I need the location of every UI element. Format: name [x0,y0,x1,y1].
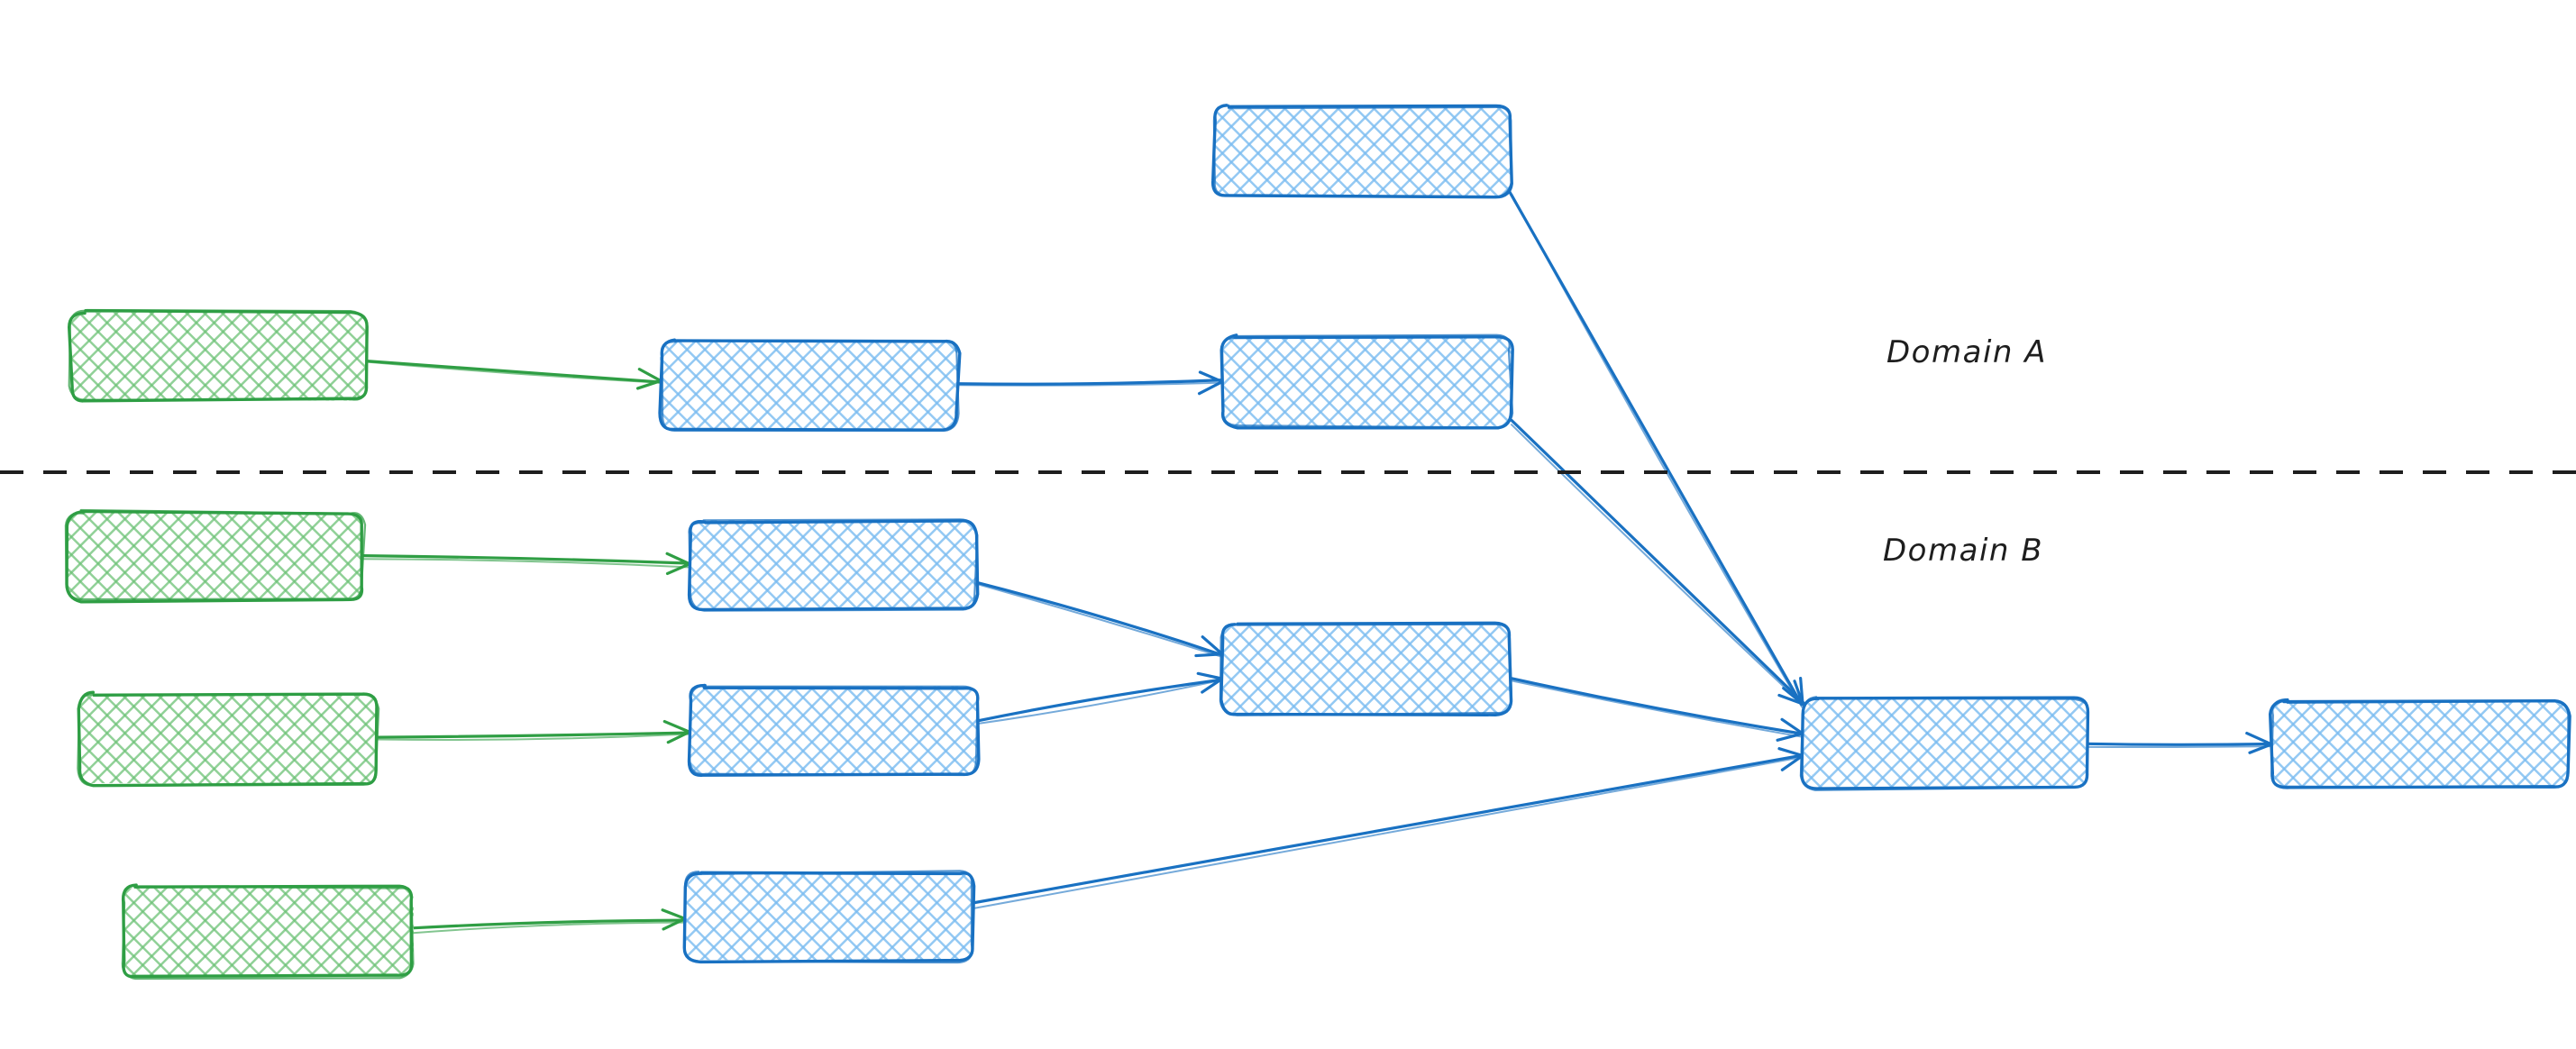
edge-line [1511,193,1804,708]
edge-e8[interactable] [1507,188,1804,708]
node-fill [67,511,363,601]
edge-line [973,755,1804,909]
node-outline [1212,104,1512,198]
domain-a-label: Domain A [1886,334,2047,370]
edge-e10[interactable] [1508,676,1804,742]
node-fill [690,686,979,777]
node-outline [682,870,973,964]
node-outline [64,508,367,601]
edge-line [976,678,1225,723]
edge-line [376,733,690,742]
edge-e7[interactable] [975,671,1225,725]
node-blue-a2[interactable] [1219,333,1514,430]
node-blue-last[interactable] [2268,698,2571,789]
edge-line [412,918,688,930]
edge-line [975,679,1223,725]
edges-layer [361,188,2273,935]
arrowhead-icon [635,368,662,390]
node-green-4[interactable] [121,883,415,981]
node-fill [684,871,974,962]
edge-e12[interactable] [2084,731,2273,754]
node-fill [2270,699,2569,789]
edge-e2[interactable] [361,552,691,576]
edge-line [1508,676,1804,735]
edge-line [956,381,1223,387]
edge-line [1510,680,1804,738]
node-blue-b3[interactable] [682,870,976,964]
edge-e6[interactable] [973,580,1225,659]
node-fill [660,341,958,430]
edge-e3[interactable] [376,719,692,744]
node-outline [77,693,380,787]
node-blue-b2[interactable] [687,683,981,777]
edge-line [1511,424,1805,707]
edge-line [377,731,692,739]
node-green-1[interactable] [67,308,369,403]
node-outline [661,339,960,433]
edge-line [971,753,1803,905]
node-outline [68,308,369,401]
node-outline [1221,333,1514,429]
node-fill [80,693,378,785]
node-blue-hub[interactable] [1799,696,2090,791]
edge-line [365,360,663,384]
node-fill [69,311,367,401]
node-blue-mid[interactable] [1219,621,1513,716]
node-outline [121,883,415,981]
edge-line [1510,418,1806,706]
edge-e1[interactable] [365,360,663,390]
edge-line [2084,742,2273,746]
node-fill [1221,335,1512,427]
node-outline [688,683,979,777]
node-blue-top[interactable] [1210,104,1513,199]
node-blue-a1[interactable] [658,338,962,433]
arrowhead-icon [1777,680,1804,706]
node-green-3[interactable] [77,690,380,788]
node-fill [689,520,977,610]
edge-line [365,360,662,384]
edge-line [955,378,1226,386]
node-fill [122,886,415,978]
domain-b-label: Domain B [1883,533,2044,569]
edge-e4[interactable] [412,908,688,935]
edge-line [361,558,690,569]
node-outline [2270,698,2570,789]
node-fill [1212,105,1512,197]
edge-line [361,554,690,565]
edge-line [412,921,687,935]
nodes-layer [64,104,2571,981]
node-fill [1802,698,2088,789]
edge-e11[interactable] [971,747,1804,909]
edge-e9[interactable] [1510,418,1806,707]
node-green-2[interactable] [64,508,367,604]
node-outline [688,518,979,612]
edge-e5[interactable] [955,370,1226,396]
edge-line [975,582,1225,659]
node-outline [1219,623,1513,716]
edge-line [2087,745,2273,749]
node-outline [1799,696,2089,791]
node-blue-b1[interactable] [687,518,980,612]
edge-line [973,580,1225,657]
node-fill [1222,624,1512,716]
